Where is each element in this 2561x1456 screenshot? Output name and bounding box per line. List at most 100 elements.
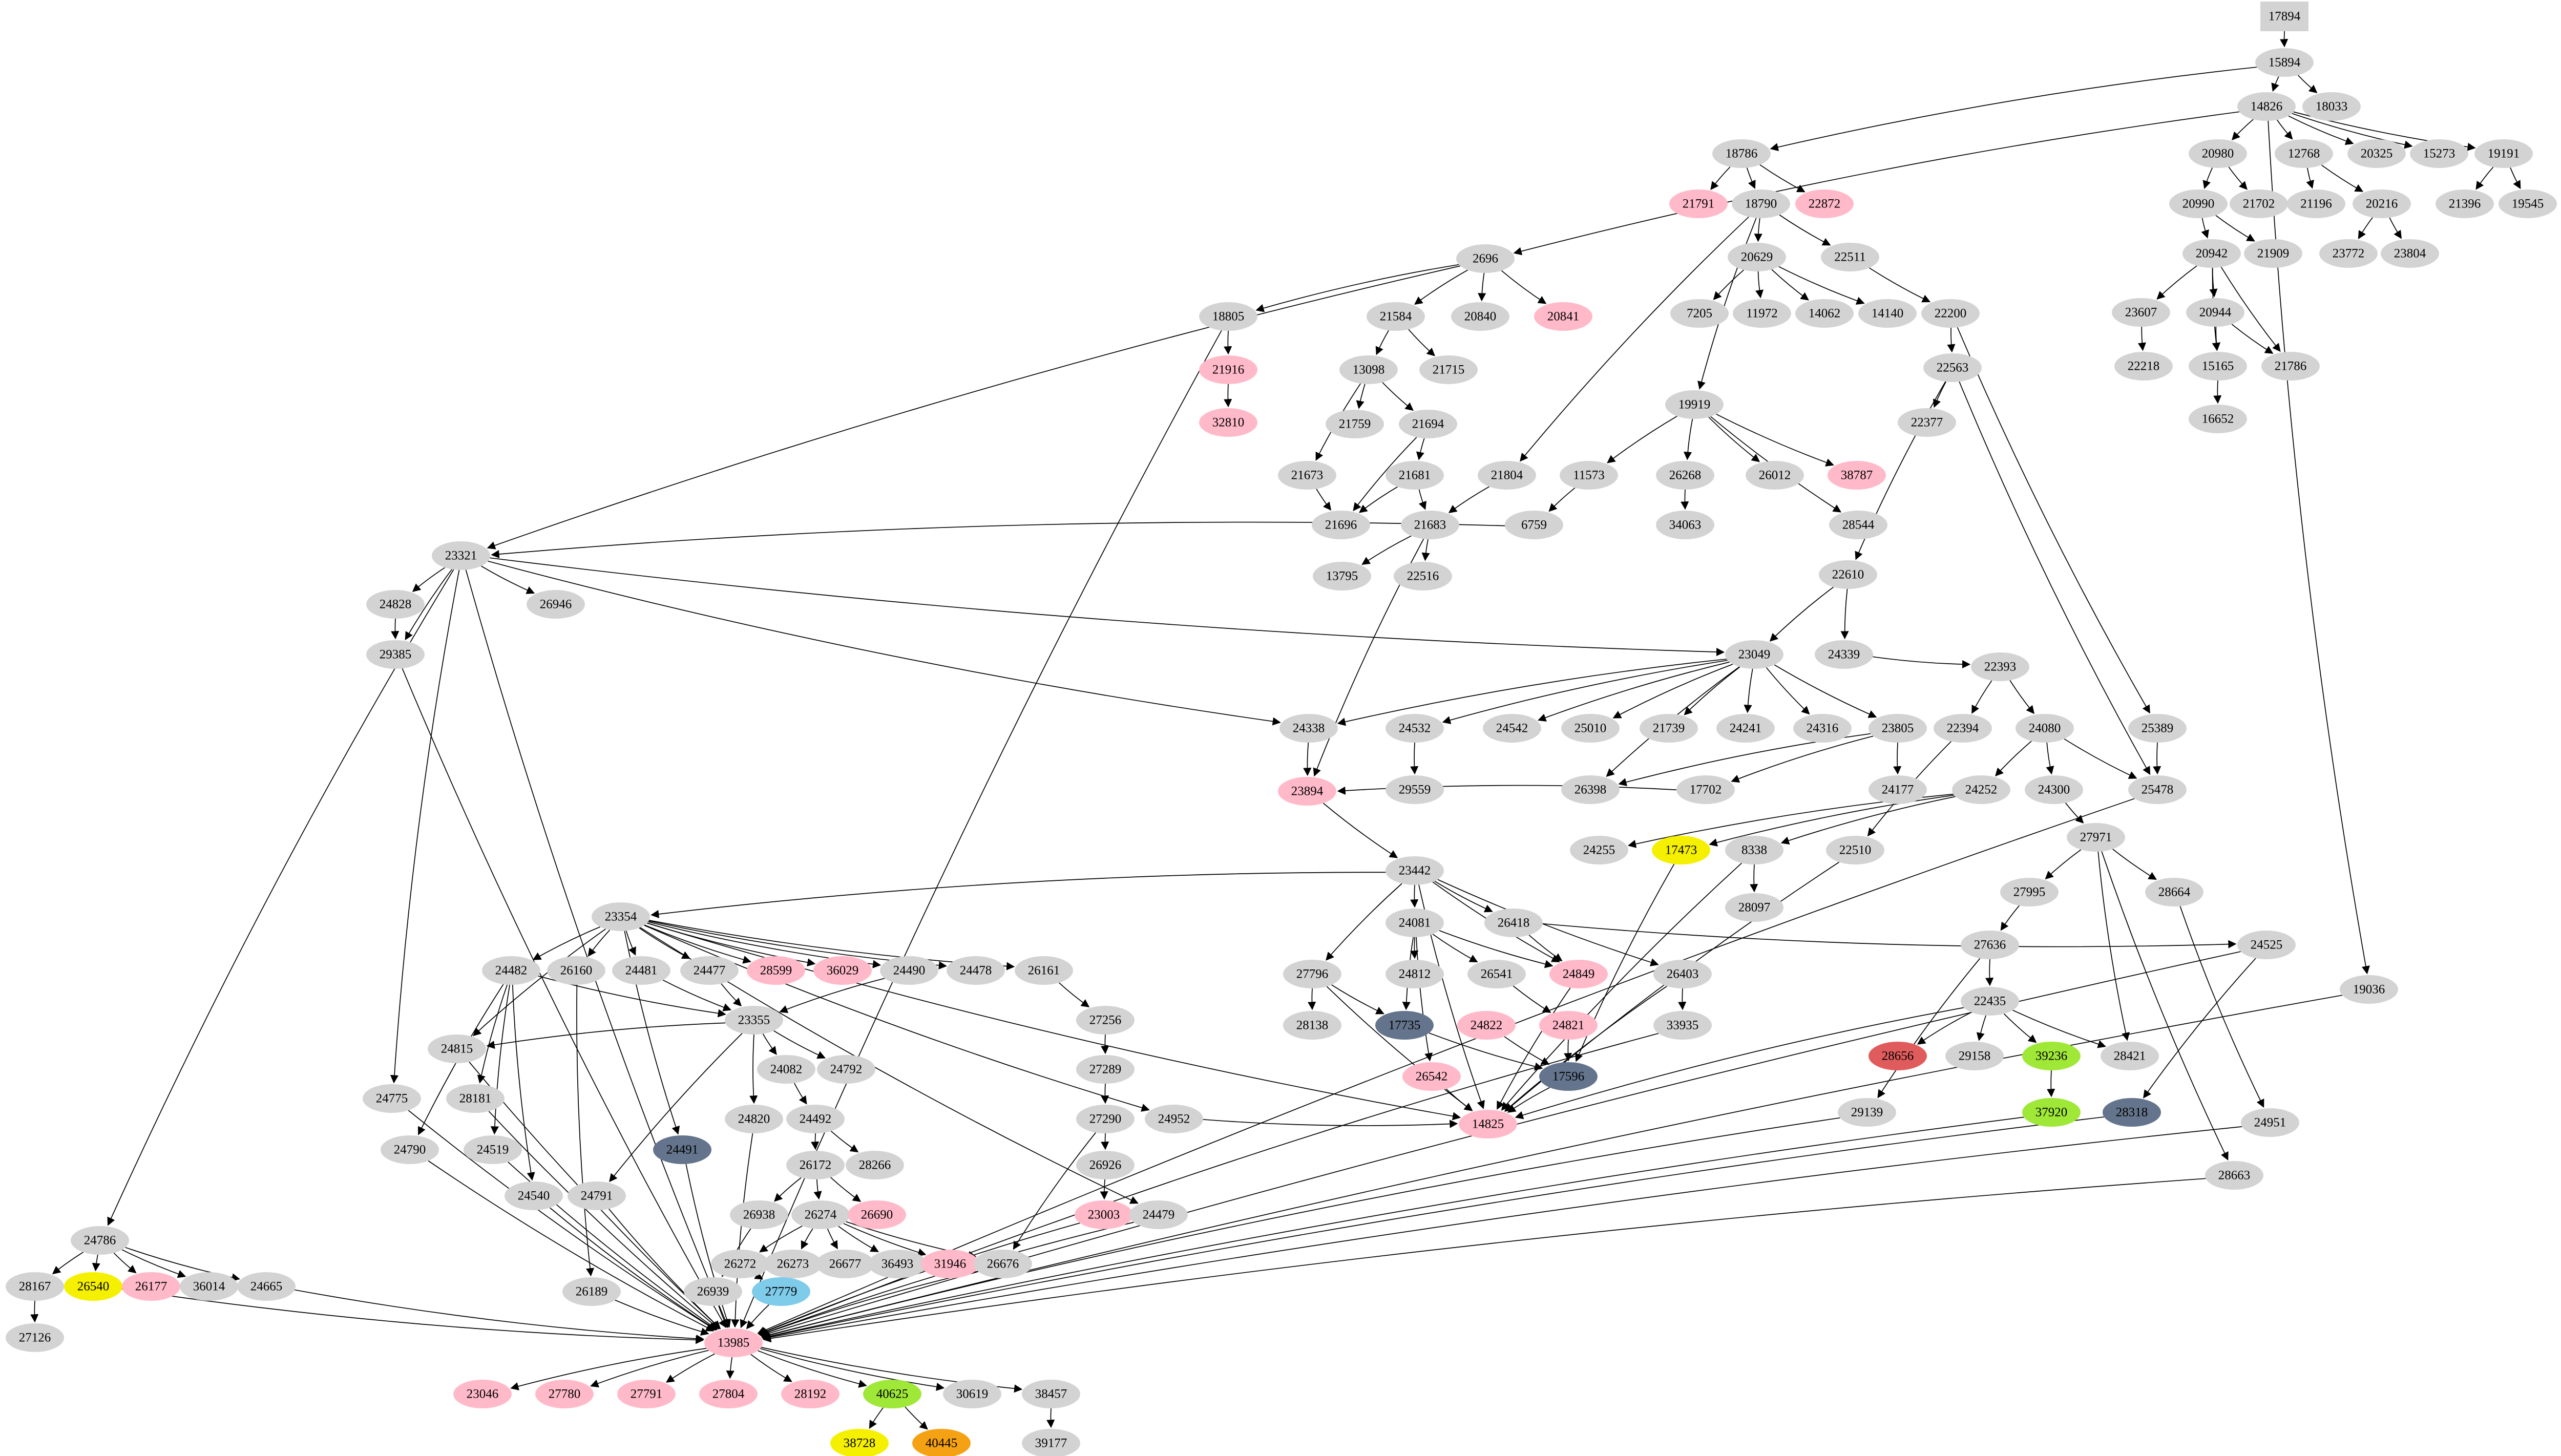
node-shape-26939 bbox=[684, 1277, 742, 1306]
node-23804: 23804 bbox=[2381, 239, 2439, 268]
node-shape-25478 bbox=[2128, 775, 2187, 804]
node-21791: 21791 bbox=[1669, 189, 1728, 218]
edge-26274-26677 bbox=[827, 1228, 838, 1250]
node-label-23894: 23894 bbox=[1291, 785, 1324, 798]
node-33935: 33935 bbox=[1653, 1011, 1712, 1040]
node-40445: 40445 bbox=[912, 1429, 971, 1456]
node-36493: 36493 bbox=[868, 1250, 927, 1278]
edge-18786-18790 bbox=[1746, 167, 1756, 189]
node-38728: 38728 bbox=[830, 1429, 889, 1456]
node-label-20629: 20629 bbox=[1741, 250, 1773, 264]
edge-22435-29158 bbox=[1976, 1015, 1987, 1041]
node-27796: 27796 bbox=[1283, 960, 1341, 988]
node-17473: 17473 bbox=[1652, 836, 1710, 864]
node-label-22563: 22563 bbox=[1937, 361, 1969, 375]
edge-24820-13985 bbox=[731, 1133, 753, 1328]
node-label-21694: 21694 bbox=[1412, 417, 1444, 431]
node-label-39177: 39177 bbox=[1035, 1437, 1067, 1450]
edge-23894-23442 bbox=[1323, 803, 1398, 858]
node-24081: 24081 bbox=[1386, 909, 1444, 937]
edge-22435-14825 bbox=[1515, 1007, 1964, 1120]
node-label-28167: 28167 bbox=[19, 1280, 51, 1294]
node-shape-28192 bbox=[781, 1380, 839, 1408]
edge-27779-13985 bbox=[746, 1304, 769, 1330]
node-label-24820: 24820 bbox=[738, 1112, 770, 1126]
edge-26541-24821 bbox=[1513, 985, 1551, 1013]
node-27126: 27126 bbox=[6, 1323, 64, 1352]
node-shape-24477 bbox=[680, 956, 739, 985]
edge-26926-23003 bbox=[1100, 1179, 1108, 1200]
node-21916: 21916 bbox=[1199, 355, 1257, 384]
node-label-21909: 21909 bbox=[2257, 247, 2290, 261]
edge-24481-23355 bbox=[663, 979, 732, 1011]
node-label-24828: 24828 bbox=[380, 598, 412, 611]
node-label-27971: 27971 bbox=[2080, 831, 2112, 845]
node-label-24791: 24791 bbox=[581, 1189, 613, 1203]
edge-22511-22200 bbox=[1869, 267, 1931, 303]
node-22394: 22394 bbox=[1934, 714, 1992, 743]
node-34063: 34063 bbox=[1656, 511, 1714, 539]
node-shape-21804 bbox=[1478, 461, 1536, 490]
edge-24252-8338 bbox=[1780, 796, 1956, 845]
node-label-24080: 24080 bbox=[2029, 722, 2061, 735]
edge-21681-21696 bbox=[1358, 486, 1398, 513]
edge-23321-26946 bbox=[480, 565, 535, 594]
node-shape-24490 bbox=[880, 956, 938, 985]
node-39177: 39177 bbox=[1022, 1429, 1080, 1456]
node-label-26540: 26540 bbox=[77, 1280, 110, 1294]
node-shape-23894 bbox=[1278, 777, 1336, 806]
node-36014: 36014 bbox=[180, 1272, 238, 1301]
node-shape-26676 bbox=[974, 1250, 1032, 1278]
edge-23049-24532 bbox=[1442, 660, 1728, 724]
node-shape-28097 bbox=[1725, 893, 1783, 922]
node-shape-24822 bbox=[1457, 1011, 1516, 1040]
edge-18786-22872 bbox=[1759, 164, 1806, 193]
node-label-8338: 8338 bbox=[1741, 843, 1767, 857]
node-shape-23321 bbox=[432, 541, 490, 570]
node-24300: 24300 bbox=[2025, 775, 2083, 804]
edge-22610-24339 bbox=[1840, 588, 1849, 640]
node-19036: 19036 bbox=[2340, 975, 2398, 1004]
edge-22435-39236 bbox=[2003, 1013, 2037, 1043]
node-shape-11573 bbox=[1560, 461, 1618, 490]
node-label-24241: 24241 bbox=[1730, 722, 1762, 735]
node-label-24255: 24255 bbox=[1583, 843, 1615, 857]
node-21715: 21715 bbox=[1419, 355, 1478, 384]
node-20325: 20325 bbox=[2347, 139, 2406, 168]
node-label-22393: 22393 bbox=[1984, 660, 2017, 674]
node-22393: 22393 bbox=[1971, 652, 2029, 681]
node-shape-28656 bbox=[1869, 1042, 1927, 1070]
node-shape-24252 bbox=[1952, 775, 2010, 804]
node-shape-24828 bbox=[366, 590, 425, 619]
node-18805: 18805 bbox=[1199, 302, 1257, 331]
node-label-24478: 24478 bbox=[960, 964, 992, 978]
edge-20990-20942 bbox=[2201, 218, 2209, 239]
node-label-26676: 26676 bbox=[987, 1257, 1019, 1271]
node-14826: 14826 bbox=[2237, 92, 2296, 121]
node-22511: 22511 bbox=[1821, 243, 1879, 271]
node-label-27796: 27796 bbox=[1296, 967, 1329, 981]
node-24532: 24532 bbox=[1386, 714, 1444, 743]
node-shape-23607 bbox=[2112, 298, 2170, 327]
edge-24525-28318 bbox=[2143, 958, 2256, 1099]
node-shape-24491 bbox=[653, 1135, 711, 1164]
edge-26274-26273 bbox=[801, 1228, 813, 1250]
node-23894: 23894 bbox=[1278, 777, 1336, 806]
node-shape-24775 bbox=[363, 1084, 421, 1113]
edge-28318-13985 bbox=[762, 1116, 2105, 1341]
node-label-24815: 24815 bbox=[441, 1042, 473, 1056]
node-label-23046: 23046 bbox=[467, 1387, 499, 1401]
node-label-36029: 36029 bbox=[827, 964, 859, 978]
node-shape-24479 bbox=[1129, 1200, 1188, 1229]
node-shape-28318 bbox=[2103, 1098, 2161, 1127]
node-shape-24792 bbox=[817, 1055, 875, 1084]
node-label-40625: 40625 bbox=[876, 1387, 909, 1401]
node-shape-29139 bbox=[1838, 1098, 1896, 1127]
node-shape-24080 bbox=[2016, 714, 2074, 743]
node-label-28421: 28421 bbox=[2114, 1049, 2146, 1063]
edge-2696-20840 bbox=[1478, 272, 1486, 302]
node-shape-27636 bbox=[1961, 931, 2019, 959]
node-shape-29385 bbox=[366, 640, 425, 669]
edge-19191-19545 bbox=[2510, 167, 2521, 189]
edge-22200-25389 bbox=[1957, 327, 2150, 714]
